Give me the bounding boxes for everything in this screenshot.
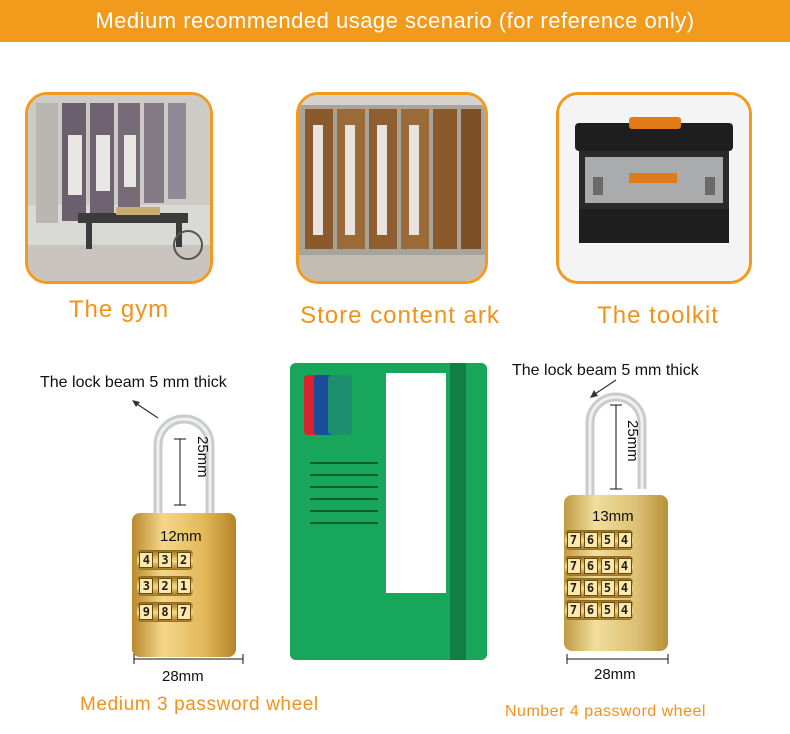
wheel-digit: 6 [583, 580, 598, 596]
toolbox-icon [559, 95, 749, 281]
right-shackle-width: 13mm [592, 508, 634, 525]
wheel-digit: 4 [617, 580, 632, 596]
caption-gym: The gym [68, 296, 170, 323]
bank-card [290, 363, 487, 660]
wheel-digit: 4 [617, 532, 632, 548]
left-lock-title: Medium 3 password wheel [80, 694, 319, 715]
right-beam-arrow-icon [590, 379, 617, 398]
caption-toolkit: The toolkit [597, 302, 719, 329]
wheel-digit: 6 [583, 558, 598, 574]
toolkit-photo [556, 92, 752, 284]
wheel-digit: 8 [157, 604, 172, 620]
wheel-digit: 3 [139, 578, 154, 594]
wheel-digit: 2 [176, 552, 191, 568]
wheel-digit: 5 [600, 558, 615, 574]
storage-locker-icon [299, 95, 485, 281]
caption-store: Store content ark [300, 302, 500, 329]
banner-title: Medium recommended usage scenario (for r… [95, 8, 695, 33]
wheel-digit: 4 [617, 602, 632, 618]
unionpay-card-icon [290, 363, 487, 660]
top-banner: Medium recommended usage scenario (for r… [0, 0, 790, 42]
store-photo [296, 92, 488, 284]
wheel-digit: 6 [583, 602, 598, 618]
wheel-digit: 5 [600, 580, 615, 596]
wheel-digit: 4 [139, 552, 154, 568]
right-beam-note: The lock beam 5 mm thick [512, 362, 699, 379]
wheel-digit: 5 [600, 602, 615, 618]
left-wheel-3[interactable]: 9 8 7 [137, 602, 193, 622]
wheel-digit: 6 [583, 532, 598, 548]
wheel-digit: 7 [176, 604, 191, 620]
left-wheel-2[interactable]: 3 2 1 [137, 576, 193, 596]
wheel-digit: 1 [176, 578, 191, 594]
right-wheel-2[interactable]: 7 6 5 4 [565, 556, 633, 576]
left-body-width: 28mm [162, 668, 204, 685]
left-wheel-1[interactable]: 4 3 2 [137, 550, 193, 570]
wheel-digit: 9 [139, 604, 154, 620]
wheel-digit: 2 [157, 578, 172, 594]
right-body-width: 28mm [594, 666, 636, 683]
gym-photo [25, 92, 213, 284]
gym-locker-icon [28, 95, 210, 281]
left-shackle-height: 25mm [194, 436, 211, 478]
left-beam-note: The lock beam 5 mm thick [40, 374, 227, 391]
left-beam-arrow-icon [132, 400, 159, 419]
right-lock-title: Number 4 password wheel [505, 703, 706, 720]
wheel-digit: 7 [566, 602, 581, 618]
wheel-digit: 3 [157, 552, 172, 568]
wheel-digit: 7 [566, 558, 581, 574]
right-shackle-height: 25mm [624, 420, 641, 462]
right-wheel-3[interactable]: 7 6 5 4 [565, 578, 633, 598]
right-wheel-4[interactable]: 7 6 5 4 [565, 600, 633, 620]
right-wheel-1[interactable]: 7 6 5 4 [565, 530, 633, 550]
wheel-digit: 5 [600, 532, 615, 548]
wheel-digit: 4 [617, 558, 632, 574]
left-shackle-width: 12mm [160, 528, 202, 545]
left-width-dimension-icon [133, 654, 244, 664]
right-width-dimension-icon [566, 654, 669, 664]
wheel-digit: 7 [566, 580, 581, 596]
wheel-digit: 7 [566, 532, 581, 548]
